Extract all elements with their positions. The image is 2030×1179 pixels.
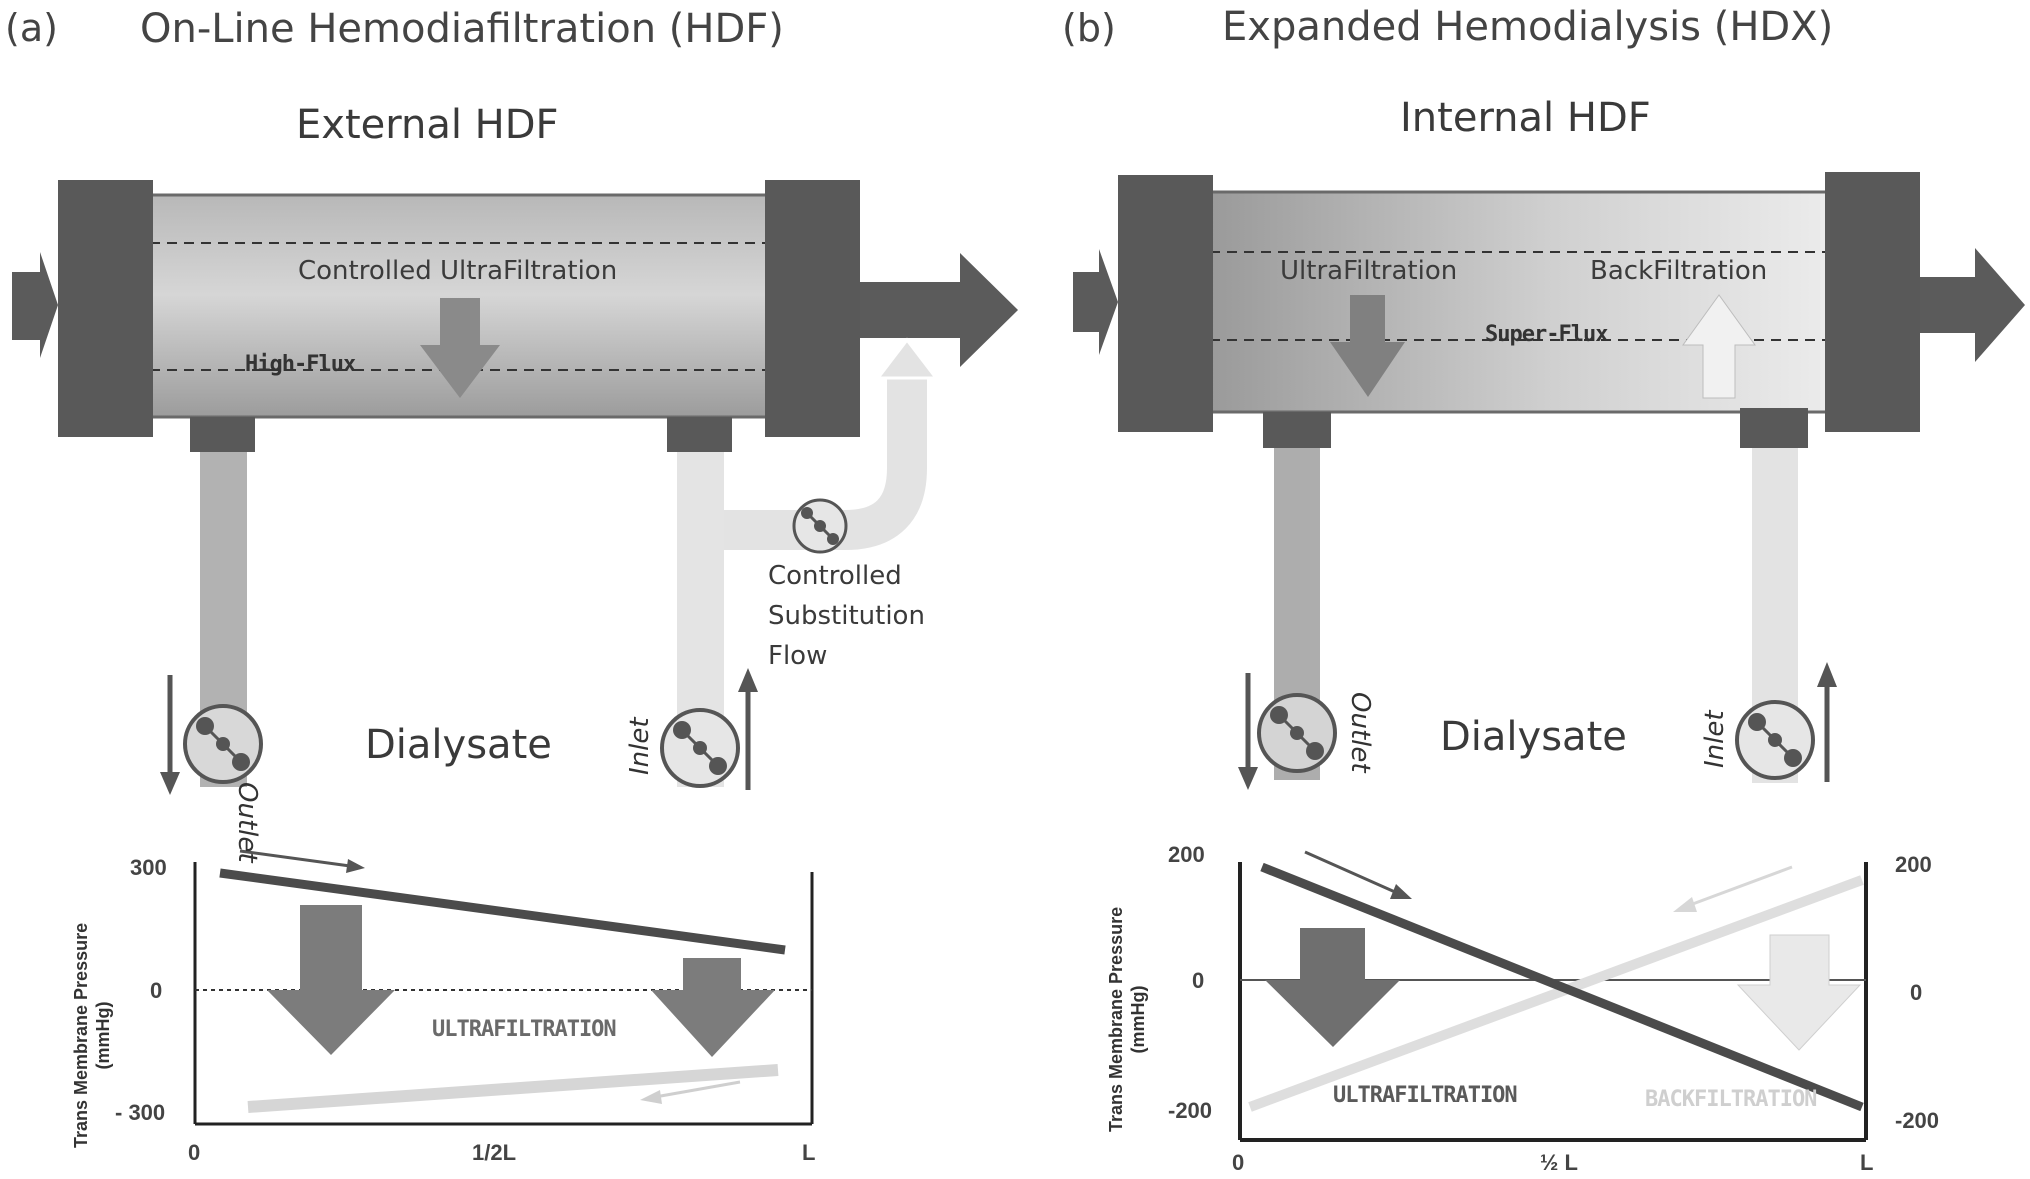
blood-inlet-arrow-b	[1073, 249, 1118, 355]
substitution-label-line-1: Controlled	[768, 561, 902, 591]
right-header-cap	[765, 180, 860, 437]
backfiltration-up-arrow	[1682, 294, 1756, 399]
graph-b-y-axis-title-line-2: (mmHg)	[1128, 985, 1148, 1054]
high-flux-label: High-Flux	[245, 352, 356, 377]
graph-a-blood-pressure-line	[219, 868, 786, 955]
inlet-port	[667, 417, 732, 452]
outlet-pump-icon-b	[1257, 693, 1337, 773]
graph-b-x-tick-l: L	[1860, 1150, 1874, 1175]
panel-a-title: On-Line Hemodiafiltration (HDF)	[140, 6, 784, 52]
inlet-pump-icon	[660, 708, 740, 788]
panel-a-letter: (a)	[5, 6, 58, 50]
graph-b-right-y-tick-minus-200: -200	[1895, 1108, 1940, 1133]
panel-b-tmp-graph	[1238, 850, 1868, 1142]
substitution-flow-arrowhead	[878, 340, 936, 378]
outlet-label: Outlet	[232, 782, 262, 863]
panel-a-subtitle: External HDF	[296, 102, 559, 148]
dialysate-label-b: Dialysate	[1440, 714, 1627, 760]
graph-b-x-tick-half-l: ½ L	[1540, 1150, 1578, 1175]
outlet-flow-down-arrow	[160, 675, 180, 795]
outlet-label-b: Outlet	[1345, 692, 1375, 773]
outlet-port-b	[1263, 412, 1331, 448]
graph-b-ultrafiltration-arrow	[1265, 928, 1400, 1047]
graph-a-y-axis-title-line-2: (mmHg)	[93, 1001, 113, 1070]
inlet-label-b: Inlet	[1700, 710, 1730, 768]
right-header-cap-b	[1825, 172, 1920, 432]
outlet-pump-icon	[183, 704, 263, 784]
graph-a-ultrafiltration-arrow-1	[267, 905, 395, 1055]
graph-b-backfiltration-arrow	[1736, 934, 1862, 1051]
super-flux-label: Super-Flux	[1485, 322, 1608, 347]
panel-a-tmp-graph	[193, 849, 814, 1126]
blood-outlet-arrow	[860, 253, 1018, 367]
graph-b-right-y-tick-200: 200	[1895, 852, 1932, 877]
dialyzer-tube-b	[1208, 190, 1837, 414]
outlet-flow-down-arrow-b	[1238, 673, 1258, 790]
inlet-port-b	[1740, 408, 1808, 448]
controlled-substitution-flow-label: Controlled Substitution Flow	[768, 556, 925, 676]
inlet-label: Inlet	[625, 717, 655, 775]
graph-b-dialysate-pressure-line	[1248, 875, 1864, 1112]
substitution-pump-icon	[792, 498, 848, 554]
dialysate-label: Dialysate	[365, 722, 552, 768]
panel-b-letter: (b)	[1062, 6, 1116, 50]
substitution-flow-arrowhead-outline	[874, 337, 940, 380]
graph-a-x-tick-0: 0	[188, 1140, 201, 1165]
panel-b-subtitle: Internal HDF	[1400, 95, 1651, 141]
graph-a-blood-flow-direction-arrow	[239, 849, 365, 873]
inlet-pump-icon-b	[1735, 700, 1815, 780]
backfiltration-label: BackFiltration	[1590, 256, 1768, 286]
graph-a-y-axis-title: Trans Membrane Pressure (mmHg)	[70, 923, 114, 1148]
graph-b-backfiltration-label: BACKFILTRATION	[1645, 1087, 1817, 1112]
blood-outlet-arrow-b	[1920, 248, 2025, 362]
graph-b-left-y-tick-minus-200: -200	[1168, 1098, 1213, 1123]
controlled-ultrafiltration-label: Controlled UltraFiltration	[298, 256, 618, 286]
graph-a-y-tick-300: 300	[130, 855, 167, 880]
blood-inlet-arrow	[12, 252, 58, 358]
graph-b-x-tick-0: 0	[1232, 1150, 1245, 1175]
ultrafiltration-label: UltraFiltration	[1280, 256, 1458, 286]
panel-b-title: Expanded Hemodialysis (HDX)	[1222, 4, 1834, 50]
graph-a-ultrafiltration-label: ULTRAFILTRATION	[432, 1017, 617, 1042]
graph-b-left-y-tick-0: 0	[1192, 968, 1205, 993]
panel-a-dialyzer	[12, 180, 1018, 795]
graph-a-dialysate-flow-direction-arrow	[640, 1080, 741, 1104]
graph-a-dialysate-pressure-line	[247, 1064, 779, 1113]
inlet-flow-up-arrow	[738, 668, 758, 790]
graph-a-x-tick-l: L	[802, 1140, 816, 1165]
graph-b-ultrafiltration-label: ULTRAFILTRATION	[1333, 1083, 1518, 1108]
graph-a-y-axis-title-line-1: Trans Membrane Pressure	[71, 922, 91, 1148]
left-header-cap-b	[1118, 175, 1213, 432]
graph-a-ultrafiltration-arrow-2	[651, 958, 775, 1057]
substitution-label-line-2: Substitution	[768, 601, 925, 631]
substitution-label-line-3: Flow	[768, 641, 828, 671]
inlet-flow-up-arrow-b	[1817, 662, 1837, 782]
graph-b-right-y-tick-0: 0	[1910, 980, 1923, 1005]
graph-a-x-tick-half-l: 1/2L	[472, 1140, 517, 1165]
graph-b-left-y-tick-200: 200	[1168, 842, 1205, 867]
ultrafiltration-down-arrow	[420, 298, 500, 398]
graph-b-dialysate-flow-direction-arrow	[1673, 865, 1793, 912]
left-header-cap	[58, 180, 153, 437]
panel-b-dialyzer	[1073, 172, 2025, 790]
graph-a-y-tick-minus-300: - 300	[115, 1100, 166, 1125]
graph-b-blood-flow-direction-arrow	[1304, 850, 1412, 899]
substitution-flow-pipe	[724, 375, 927, 550]
ultrafiltration-down-arrow-b	[1330, 295, 1405, 397]
graph-b-y-axis-title-line-1: Trans Membrane Pressure	[1106, 906, 1126, 1132]
outlet-port	[190, 417, 255, 452]
graph-b-blood-pressure-line	[1260, 862, 1864, 1112]
graph-b-y-axis-title: Trans Membrane Pressure (mmHg)	[1105, 907, 1149, 1132]
graph-a-y-tick-0: 0	[150, 978, 163, 1003]
